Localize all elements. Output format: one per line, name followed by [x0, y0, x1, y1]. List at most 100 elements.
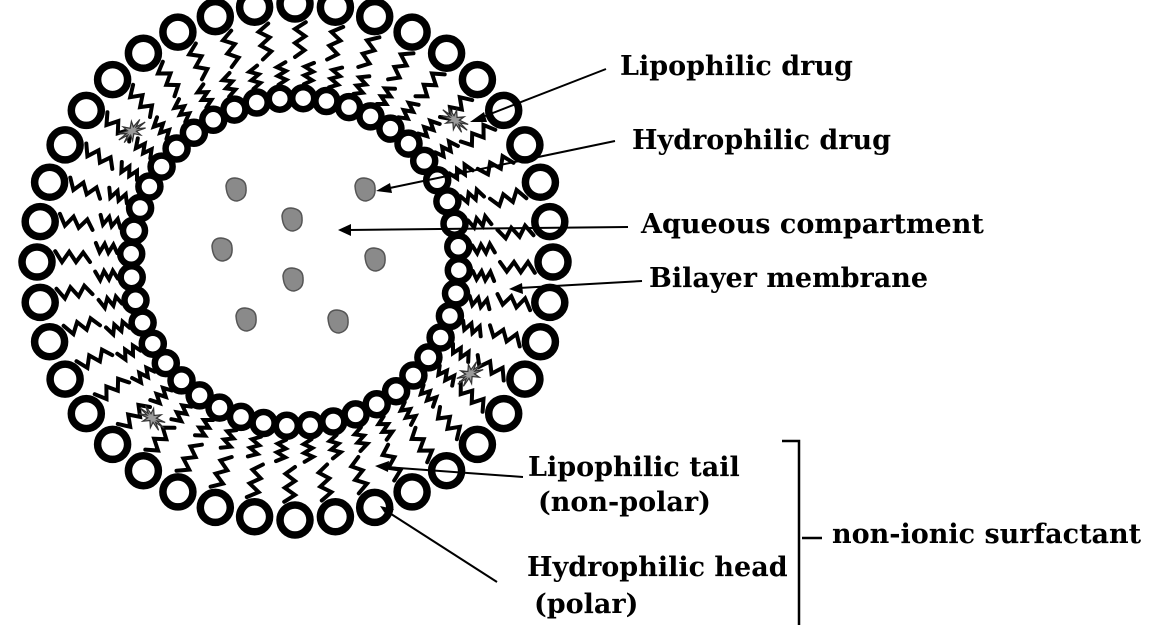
inner-hydrophilic-head	[322, 411, 344, 433]
outer-lipophilic-tail	[388, 53, 413, 79]
inner-lipophilic-tail	[96, 243, 117, 253]
inner-hydrophilic-head	[436, 190, 458, 212]
inner-lipophilic-tail	[330, 435, 341, 458]
outer-lipophilic-tail	[461, 383, 484, 412]
inner-hydrophilic-head	[223, 99, 245, 121]
outer-hydrophilic-head	[320, 0, 350, 22]
outer-hydrophilic-head	[200, 492, 230, 522]
inner-hydrophilic-head	[123, 220, 145, 242]
inner-lipophilic-tail	[470, 296, 490, 309]
inner-lipophilic-tail	[195, 420, 213, 436]
bilayer-membrane-pointer	[519, 281, 642, 288]
lipophilic-drug-arrowhead	[470, 112, 487, 122]
inner-lipophilic-tail	[377, 88, 395, 104]
hydrophilic-head-label: Hydrophilic head	[527, 553, 788, 583]
hydrophilic-drug-particle	[328, 310, 348, 333]
outer-hydrophilic-head	[35, 167, 65, 197]
hydrophilic-drug-particle	[283, 268, 303, 291]
outer-hydrophilic-head	[397, 477, 427, 507]
outer-lipophilic-tail	[490, 190, 526, 206]
outer-lipophilic-tail	[158, 62, 178, 96]
inner-lipophilic-tail	[221, 430, 237, 448]
lipophilic-drug-label: Lipophilic drug	[620, 52, 853, 82]
outer-hydrophilic-head	[25, 207, 55, 237]
outer-hydrophilic-head	[462, 65, 492, 95]
outer-hydrophilic-head	[71, 399, 101, 429]
hydrophilic-drug-particle	[236, 308, 256, 331]
inner-lipophilic-tail	[460, 190, 484, 203]
hydrophilic-drug-particle	[282, 208, 302, 231]
outer-lipophilic-tail	[77, 350, 113, 368]
inner-lipophilic-tail	[249, 66, 260, 89]
inner-lipophilic-tail	[438, 366, 454, 386]
inner-lipophilic-tail	[106, 322, 130, 335]
outer-hydrophilic-head	[163, 477, 193, 507]
outer-hydrophilic-head	[535, 207, 565, 237]
outer-hydrophilic-head	[510, 364, 540, 394]
aqueous-compartment-pointer	[348, 227, 628, 230]
outer-hydrophilic-head	[432, 38, 462, 68]
outer-lipophilic-tail	[57, 286, 93, 299]
inner-lipophilic-tail	[277, 62, 286, 85]
inner-lipophilic-tail	[421, 385, 436, 407]
outer-lipophilic-tail	[60, 214, 93, 230]
outer-hydrophilic-head	[200, 2, 230, 32]
inner-lipophilic-tail	[132, 368, 155, 383]
outer-lipophilic-tail	[461, 125, 496, 145]
outer-hydrophilic-head	[22, 247, 52, 277]
inner-lipophilic-tail	[95, 271, 118, 280]
outer-lipophilic-tail	[130, 85, 152, 117]
inner-lipophilic-tail	[136, 138, 152, 158]
outer-hydrophilic-head	[98, 65, 128, 95]
inner-lipophilic-tail	[150, 388, 172, 403]
inner-lipophilic-tail	[109, 188, 127, 204]
outer-lipophilic-tail	[70, 178, 100, 199]
hydrophilic-drug-arrowhead	[376, 183, 392, 193]
outer-lipophilic-tail	[284, 467, 295, 502]
outer-lipophilic-tail	[189, 44, 207, 80]
outer-lipophilic-tail	[295, 22, 306, 57]
outer-lipophilic-tail	[490, 325, 520, 346]
outer-lipophilic-tail	[351, 457, 367, 493]
polar-label: (polar)	[534, 590, 638, 620]
inner-lipophilic-tail	[453, 344, 469, 362]
inner-lipophilic-tail	[329, 68, 342, 88]
inner-hydrophilic-head	[445, 282, 467, 304]
outer-hydrophilic-head	[397, 17, 427, 47]
outer-hydrophilic-head	[50, 130, 80, 160]
inner-hydrophilic-head	[132, 312, 154, 334]
aqueous-compartment-arrowhead	[338, 224, 351, 236]
outer-lipophilic-tail	[358, 37, 379, 67]
inner-hydrophilic-head	[315, 90, 337, 112]
outer-lipophilic-tail	[500, 262, 535, 273]
outer-hydrophilic-head	[240, 502, 270, 532]
outer-hydrophilic-head	[525, 327, 555, 357]
outer-lipophilic-tail	[416, 74, 445, 97]
inner-lipophilic-tail	[175, 99, 190, 122]
outer-lipophilic-tail	[145, 428, 174, 451]
inner-hydrophilic-head	[121, 266, 143, 288]
inner-hydrophilic-head	[448, 259, 470, 281]
outer-hydrophilic-head	[510, 130, 540, 160]
inner-hydrophilic-head	[120, 243, 142, 265]
inner-lipophilic-tail	[154, 117, 169, 139]
non-polar-label: (non-polar)	[538, 488, 711, 518]
inner-lipophilic-tail	[171, 405, 191, 421]
inner-lipophilic-tail	[379, 416, 393, 439]
lipophilic-drug-particle	[139, 406, 165, 431]
outer-hydrophilic-head	[128, 456, 158, 486]
outer-hydrophilic-head	[489, 399, 519, 429]
inner-lipophilic-tail	[463, 321, 481, 337]
hydrophilic-head-pointer	[388, 512, 497, 582]
hydrophilic-drug-particle	[365, 248, 385, 271]
outer-lipophilic-tail	[259, 24, 272, 60]
outer-hydrophilic-head	[360, 2, 390, 32]
inner-lipophilic-tail	[223, 73, 236, 97]
outer-lipophilic-tail	[247, 465, 263, 498]
outer-lipophilic-tail	[319, 465, 332, 501]
outer-hydrophilic-head	[489, 95, 519, 125]
inner-lipophilic-tail	[472, 244, 495, 253]
non-ionic-surfactant-label: non-ionic surfactant	[832, 520, 1141, 550]
inner-hydrophilic-head	[253, 412, 275, 434]
surfactant-bracket	[782, 441, 822, 625]
